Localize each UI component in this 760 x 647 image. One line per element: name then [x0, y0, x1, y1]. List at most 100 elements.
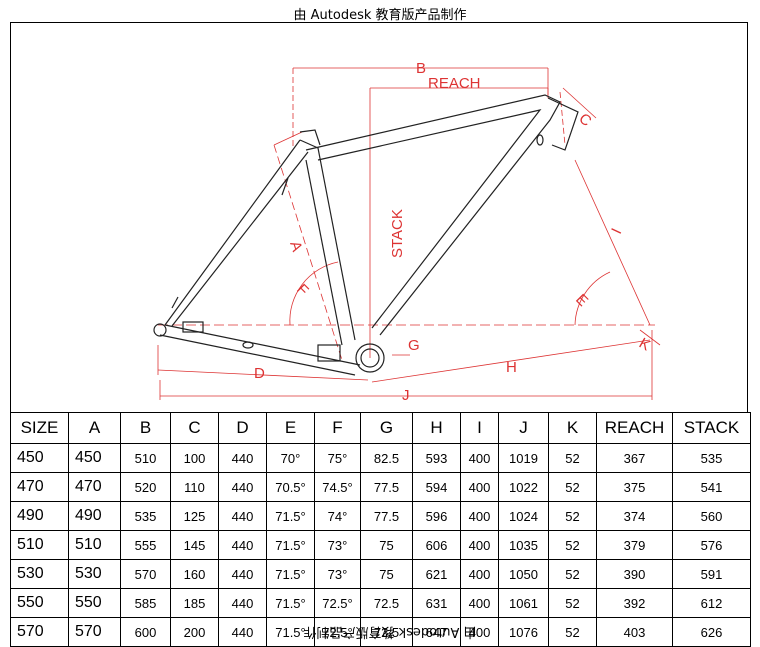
table-cell: 110 [170, 472, 219, 502]
table-cell: 1076 [498, 617, 549, 647]
cable-port [242, 341, 254, 349]
label-b: B [416, 60, 426, 77]
table-cell: 585 [120, 588, 171, 618]
table-cell: 510 [68, 530, 121, 560]
label-c: C [575, 110, 594, 130]
table-cell: 75 [360, 530, 413, 560]
dimension-i-line [574, 159, 651, 326]
dimension-d-line [157, 369, 369, 381]
table-cell: 440 [218, 530, 267, 560]
label-g: G [408, 337, 420, 354]
column-header: A [68, 412, 121, 444]
table-cell: 470 [68, 472, 121, 502]
table-cell: 70.5° [266, 472, 315, 502]
label-h: H [506, 359, 517, 376]
table-cell: 555 [120, 530, 171, 560]
column-header: G [360, 412, 413, 444]
table-cell: 400 [460, 443, 499, 473]
seat-stay [164, 139, 301, 326]
label-f: F [293, 281, 312, 300]
table-cell: 52 [548, 472, 597, 502]
label-e: E [572, 291, 591, 310]
table-cell: 400 [460, 588, 499, 618]
table-cell: 70° [266, 443, 315, 473]
table-cell: 52 [548, 501, 597, 531]
table-cell: 510 [10, 530, 69, 560]
table-cell: 100 [170, 443, 219, 473]
table-cell: 77.5 [360, 501, 413, 531]
column-header: E [266, 412, 315, 444]
table-cell: 73° [314, 559, 361, 589]
table-cell: 400 [460, 501, 499, 531]
dimension-lines [157, 67, 661, 400]
label-reach: REACH [428, 75, 481, 92]
dimension-k-line [639, 329, 661, 346]
seat-tube-axis [273, 144, 343, 361]
table-cell: 77.5 [360, 472, 413, 502]
table-cell: 550 [10, 588, 69, 618]
table-cell: 74° [314, 501, 361, 531]
rear-brake-mount [171, 296, 179, 309]
column-header: K [548, 412, 597, 444]
angle-f-arc [289, 261, 339, 326]
table-cell: 374 [596, 501, 673, 531]
table-cell: 596 [412, 501, 461, 531]
dropout-hardware [182, 321, 204, 333]
table-cell: 71.5° [266, 530, 315, 560]
table-cell: 1024 [498, 501, 549, 531]
table-cell: 145 [170, 530, 219, 560]
label-i: I [608, 226, 625, 237]
head-tube-axis [559, 91, 566, 146]
table-cell: 73° [314, 530, 361, 560]
chainstay-bridge [317, 344, 341, 362]
table-cell: 400 [460, 530, 499, 560]
label-k: K [636, 335, 653, 355]
column-header: SIZE [10, 412, 69, 444]
table-cell: 591 [672, 559, 751, 589]
table-cell: 400 [460, 559, 499, 589]
dimension-h-line [371, 339, 651, 383]
table-cell: 52 [548, 530, 597, 560]
table-cell: 71.5° [266, 501, 315, 531]
table-cell: 440 [218, 617, 267, 647]
table-cell: 440 [218, 588, 267, 618]
diagram-border [10, 22, 748, 412]
column-header: B [120, 412, 171, 444]
table-cell: 550 [68, 588, 121, 618]
table-cell: 400 [460, 472, 499, 502]
table-cell: 594 [412, 472, 461, 502]
column-header: I [460, 412, 499, 444]
table-cell: 367 [596, 443, 673, 473]
table-cell: 1061 [498, 588, 549, 618]
table-cell: 600 [120, 617, 171, 647]
bottom-bracket-outer [355, 343, 385, 373]
table-cell: 72.5 [360, 588, 413, 618]
label-j: J [402, 387, 410, 404]
table-cell: 535 [120, 501, 171, 531]
table-cell: 530 [68, 559, 121, 589]
table-cell: 1035 [498, 530, 549, 560]
column-header: STACK [672, 412, 751, 444]
table-cell: 52 [548, 559, 597, 589]
chain-stay-lower [159, 334, 356, 376]
table-cell: 75 [360, 559, 413, 589]
table-cell: 576 [672, 530, 751, 560]
table-cell: 52 [548, 617, 597, 647]
table-cell: 71.5° [266, 559, 315, 589]
table-cell: 75° [314, 443, 361, 473]
table-cell: 560 [672, 501, 751, 531]
table-cell: 520 [120, 472, 171, 502]
seat-tube-inner [305, 159, 343, 346]
table-cell: 490 [68, 501, 121, 531]
head-tube [547, 97, 579, 151]
column-header: J [498, 412, 549, 444]
table-cell: 570 [120, 559, 171, 589]
label-a: A [286, 239, 305, 254]
seat-stay-bridge [281, 177, 289, 196]
